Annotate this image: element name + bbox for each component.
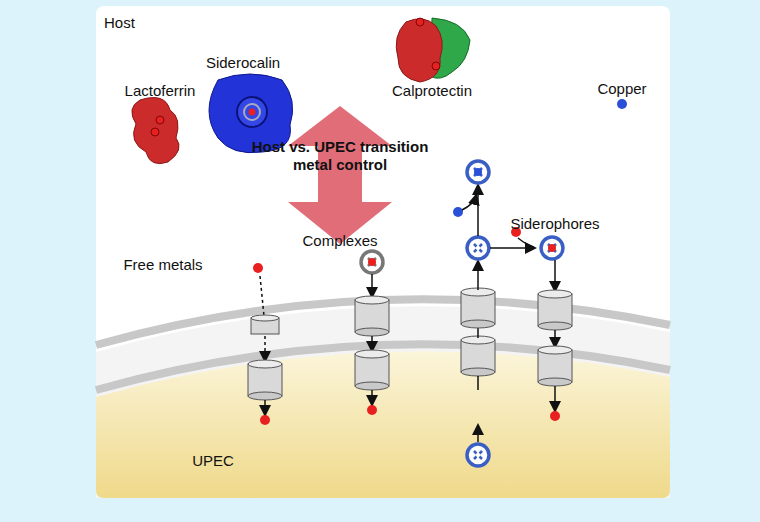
metal-label: Copper	[597, 80, 646, 97]
protein-label: Lactoferrin	[125, 82, 196, 99]
protein-label: Siderocalin	[206, 54, 280, 71]
host-label: Host	[104, 14, 135, 31]
protein-label: Calprotectin	[392, 82, 472, 99]
complex-label: Complexes	[302, 232, 377, 249]
arrow-caption: Host vs. UPEC transition metal control	[240, 138, 440, 174]
control-arrow: Host vs. UPEC transition metal control	[240, 138, 440, 174]
bacterium-label: UPEC	[192, 452, 234, 469]
metal-label: Free metals	[123, 256, 202, 273]
siderophore-label: Siderophores	[510, 215, 599, 232]
